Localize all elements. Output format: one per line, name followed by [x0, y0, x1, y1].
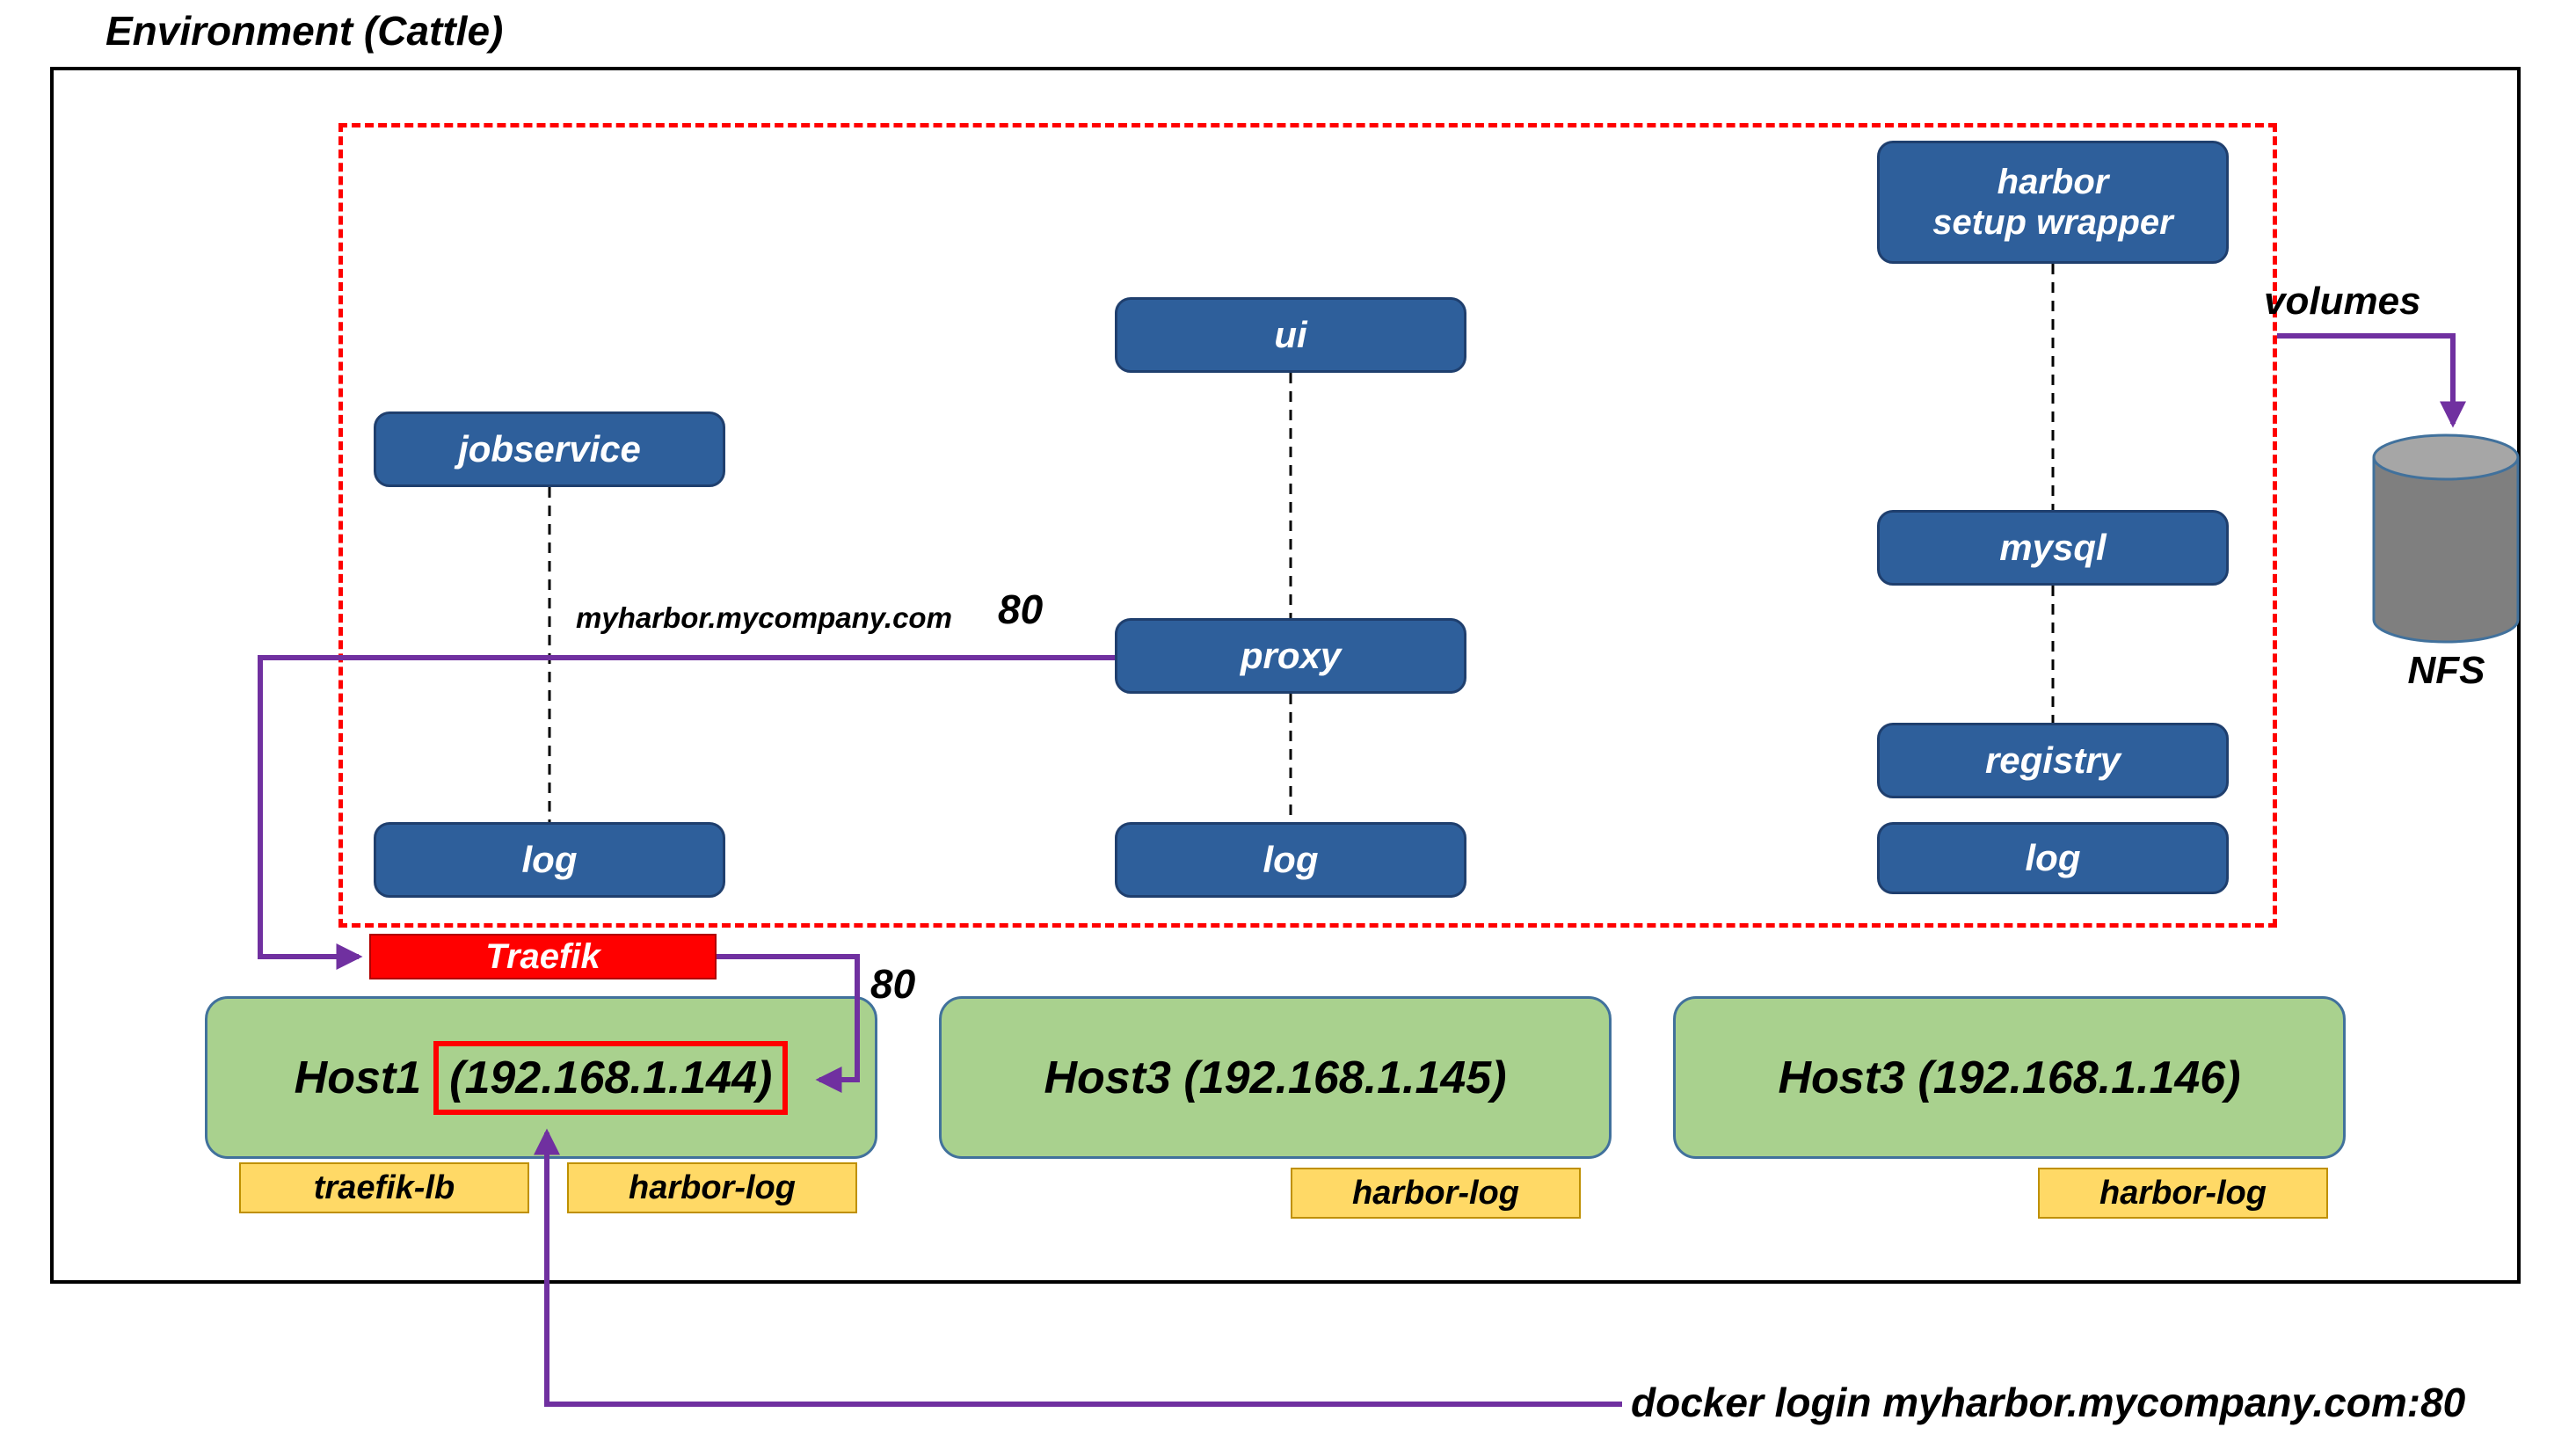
host-2-label: Host3 (192.168.1.145): [1044, 1052, 1507, 1103]
tag-harbor-log-2-label: harbor-log: [1352, 1174, 1519, 1212]
tag-harbor-log-3: harbor-log: [2038, 1168, 2328, 1219]
service-registry-label: registry: [1984, 739, 2121, 781]
volumes-label: volumes: [2264, 280, 2421, 323]
host-1: Host1 (192.168.1.144): [205, 996, 877, 1159]
service-harbor-setup-wrapper-line2: setup wrapper: [1932, 203, 2173, 242]
service-harbor-setup-wrapper: harbor setup wrapper: [1877, 141, 2229, 264]
domain-label: myharbor.mycompany.com: [576, 601, 952, 634]
diagram-title: Environment (Cattle): [106, 8, 504, 54]
service-log-right-label: log: [2025, 836, 2081, 878]
service-harbor-setup-wrapper-line1: harbor: [1997, 163, 2109, 201]
service-mysql: mysql: [1877, 510, 2229, 586]
tag-traefik-lb-label: traefik-lb: [313, 1169, 455, 1206]
service-log-left: log: [374, 822, 725, 898]
tag-harbor-log-1: harbor-log: [567, 1162, 857, 1213]
host-1-ip-highlight: (192.168.1.144): [433, 1040, 789, 1115]
service-ui-label: ui: [1274, 313, 1307, 355]
service-log-middle: log: [1115, 822, 1466, 898]
host-2: Host3 (192.168.1.145): [939, 996, 1612, 1159]
service-jobservice-label: jobservice: [458, 427, 641, 470]
tag-traefik-lb: traefik-lb: [239, 1162, 529, 1213]
docker-login-label: docker login myharbor.mycompany.com:80: [1631, 1380, 2466, 1425]
traefik-label: Traefik: [485, 936, 600, 976]
service-registry: registry: [1877, 723, 2229, 798]
host-3: Host3 (192.168.1.146): [1673, 996, 2346, 1159]
service-proxy: proxy: [1115, 618, 1466, 694]
service-log-middle-label: log: [1263, 838, 1319, 880]
traefik-box: Traefik: [369, 934, 717, 979]
harbor-stack-boundary: [338, 123, 2277, 928]
tag-harbor-log-1-label: harbor-log: [629, 1169, 796, 1206]
host-3-label: Host3 (192.168.1.146): [1778, 1052, 2241, 1103]
tag-harbor-log-2: harbor-log: [1291, 1168, 1581, 1219]
nfs-label: NFS: [2407, 649, 2485, 692]
tag-harbor-log-3-label: harbor-log: [2099, 1174, 2267, 1212]
service-jobservice: jobservice: [374, 411, 725, 487]
service-log-right: log: [1877, 822, 2229, 894]
service-proxy-label: proxy: [1240, 634, 1342, 676]
traefik-port-label: 80: [870, 961, 916, 1007]
service-ui: ui: [1115, 297, 1466, 373]
host-1-name: Host1: [294, 1052, 422, 1103]
service-log-left-label: log: [521, 838, 578, 880]
proxy-port-label: 80: [998, 586, 1044, 632]
service-mysql-label: mysql: [1999, 526, 2107, 568]
